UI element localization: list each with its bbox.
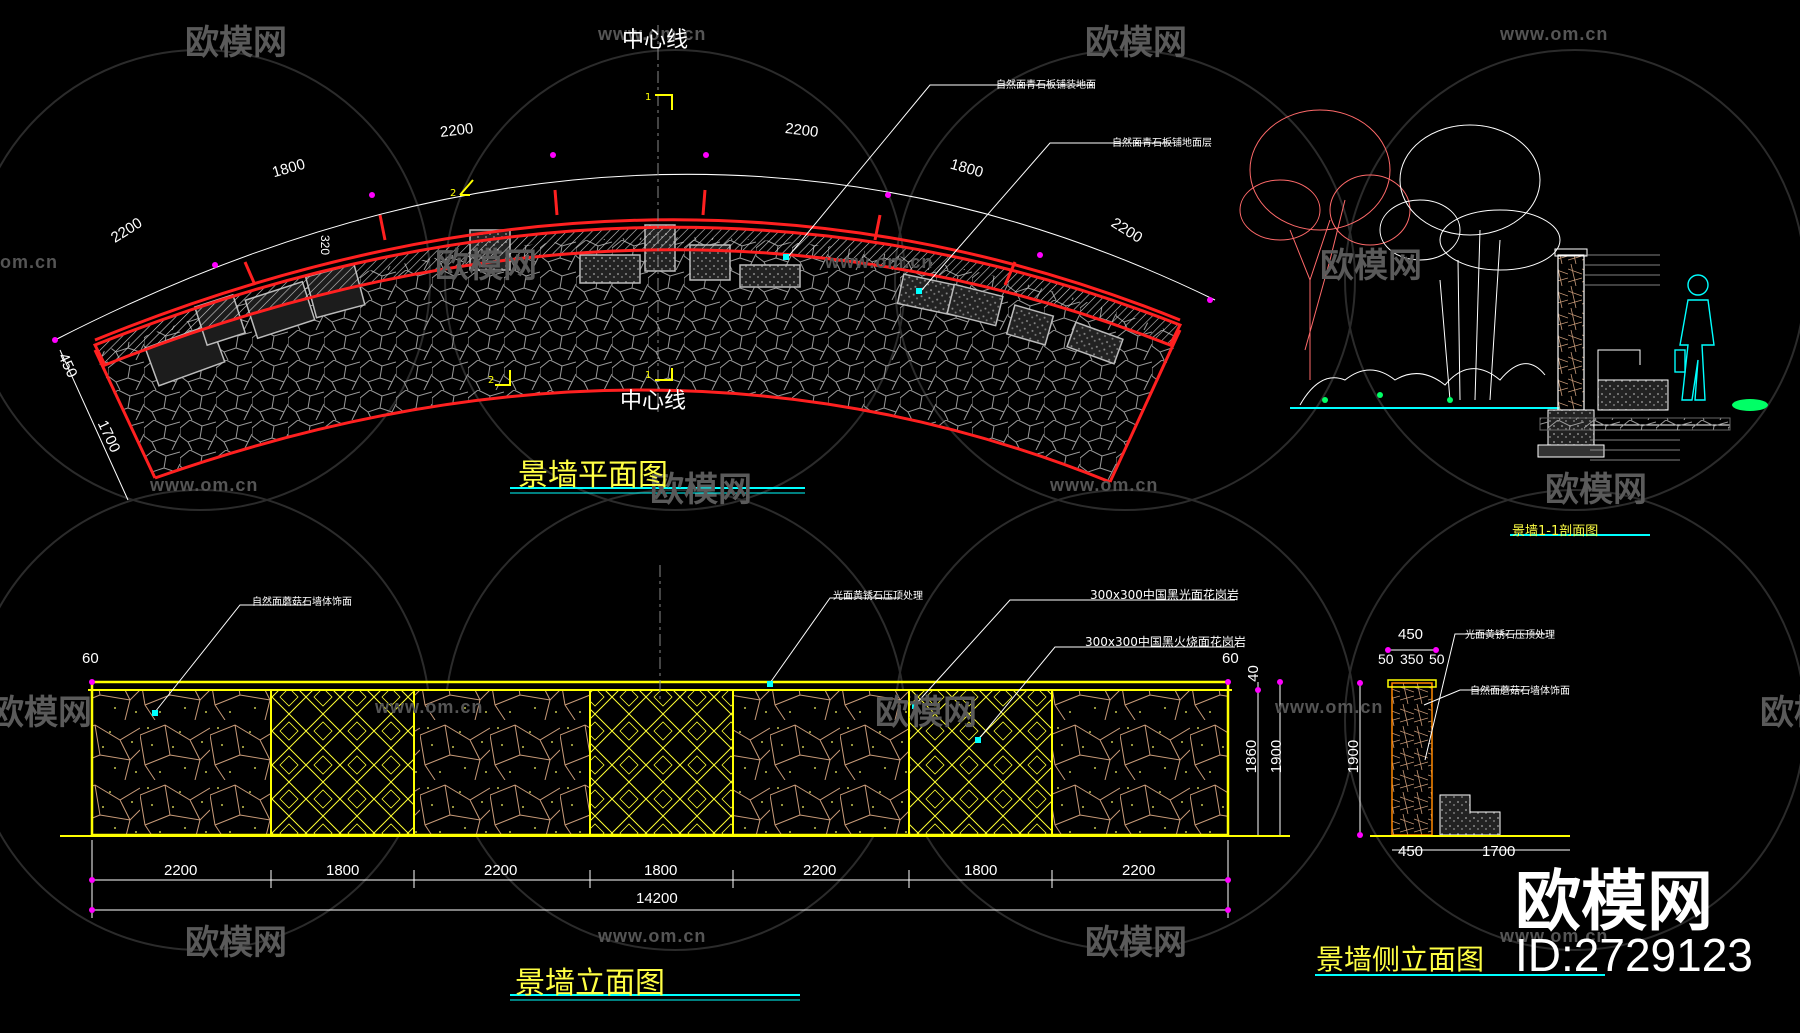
plan-dim-ticks [52,152,1213,343]
elev-dividers [270,690,1053,835]
elevation-note: 300x300中国黑火烧面花岗岩 [1085,635,1246,649]
plan-wall-band [92,225,1183,367]
dim-label: 60 [1222,650,1239,667]
dim-label: 2200 [164,862,198,879]
elev-leaders [154,597,1235,741]
section-shrubs [1299,363,1546,406]
dim-label: 1800 [644,862,678,879]
watermark-cn: 欧模网 [1085,23,1187,63]
centerline-label: 中心线 [622,28,689,53]
dim-label: 2200 [1122,862,1156,879]
section-mark: 1 [645,92,652,103]
elevation-note: 光面黄锈石压顶处理 [833,591,923,602]
plan-wall-outer [94,218,1181,342]
watermark-cn: 欧模网 [1760,693,1800,733]
watermark-cn: 欧模网 [435,246,537,286]
dim-label: 1800 [326,862,360,879]
watermark-cn: 欧模网 [1320,246,1422,286]
section-plants [1322,392,1768,411]
elevation-note: 自然面蘑菇石墙体饰面 [252,597,352,608]
dim-label: 40 [1244,665,1262,682]
plan-radial-dim [59,349,129,501]
watermark-url: www.om.cn [598,926,707,946]
section-tree-white [1379,124,1561,401]
dim-total: 14200 [636,890,678,907]
side-note: 自然面蘑菇石墙体饰面 [1470,686,1570,697]
watermark-url: www.om.cn [1050,475,1159,495]
watermark-cn: 欧模网 [875,693,977,733]
brand-logo: 欧模网 [1515,863,1713,940]
section-title: 景墙1-1剖面图 [1512,524,1599,539]
dim-label: 450 [1398,843,1424,860]
watermark-cn: 欧模网 [1545,470,1647,510]
watermark-url: www.om.cn [375,697,484,717]
section-mark: 2 [450,188,457,199]
section-wall [1557,254,1585,411]
section-view [1239,109,1768,536]
dim-label: 2200 [484,862,518,879]
watermark-url: www.om.cn [1500,926,1609,946]
plan-section-markers [459,94,673,386]
section-tree-red [1239,109,1411,380]
watermark-url: www.om.cn [598,24,707,44]
watermark-cn: 欧模网 [0,693,92,733]
dim-label: 50 [1378,651,1394,667]
elevation-note: 300x300中国黑光面花岗岩 [1090,588,1239,602]
dim-label: 350 [1400,651,1424,667]
centerline-label: 中心线 [620,389,687,414]
plan-note: 自然面青石板铺装地面 [996,80,1096,91]
watermark-cn: 欧模网 [185,923,287,963]
section-mark: 1 [645,370,652,381]
dim-label: 1700 [1482,843,1516,860]
brand-id: ID:2729123 [1515,929,1753,981]
watermark-url: www.om.cn [150,475,259,495]
side-note: 光面黄锈石压顶处理 [1465,630,1555,641]
plan-dividers [243,189,1017,286]
dim-label: 1800 [964,862,998,879]
plan-note: 自然面青石板铺地面层 [1112,138,1212,149]
watermark-cn: 欧模网 [185,23,287,63]
plan-leaders [786,84,1175,293]
watermark-url: www.om.cn [1500,24,1609,44]
section-mark: 2 [488,375,495,386]
watermark-cn: 欧模网 [1085,923,1187,963]
dim-label: 450 [1398,626,1424,643]
plan-left-edge [93,349,157,479]
watermark-url: om.cn [0,252,59,272]
dim-label: 320 [318,234,333,256]
elevation-view [60,565,1290,1001]
section-person [1674,274,1715,401]
dim-label: 1900 [1268,739,1286,774]
watermark-url: www.om.cn [825,252,934,272]
dim-label: 2200 [803,862,837,879]
side-title: 景墙侧立面图 [1316,943,1485,976]
dim-label: 1860 [1243,739,1261,774]
dim-label: 50 [1429,651,1445,667]
elev-dim-dots [89,679,1283,913]
plan-inner-edge [154,388,1111,484]
elevation-title: 景墙立面图 [515,966,665,1001]
plan-right-edge [1108,329,1182,483]
watermark-cn: 欧模网 [650,470,752,510]
section-notes-lines [1585,254,1680,461]
plan-view [52,25,1216,501]
side-view [1315,633,1605,976]
dim-label: 60 [82,650,99,667]
plan-dim-arc [54,173,1216,341]
watermark-url: www.om.cn [1275,697,1384,717]
plan-title: 景墙平面图 [518,458,668,493]
dim-label: 1900 [1345,739,1363,774]
